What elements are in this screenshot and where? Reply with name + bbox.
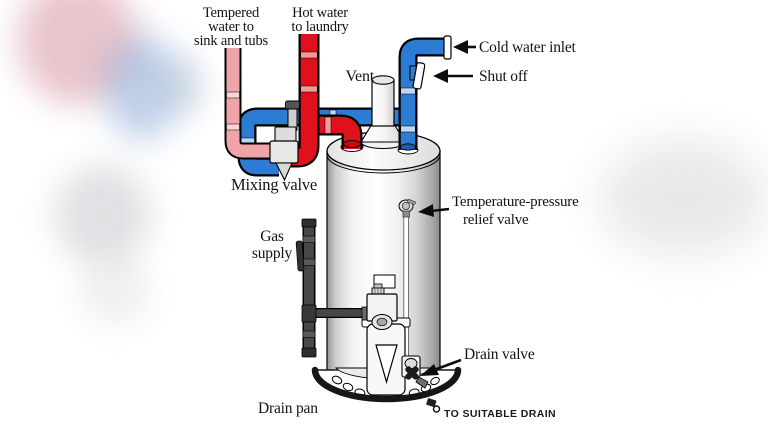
gas-control-valve — [366, 283, 398, 330]
mixing-valve-cap — [285, 100, 300, 110]
cold-entry-collar — [400, 143, 416, 151]
label-drain-pan: Drain pan — [258, 400, 318, 417]
relief-valve-lever — [407, 199, 416, 205]
label-cold-water-inlet: Cold water inlet — [479, 39, 577, 56]
label-tempered-line1: Tempered — [203, 5, 260, 21]
label-vent: Vent — [345, 68, 374, 85]
drain-valve — [401, 355, 429, 389]
tp-relief-arrow — [418, 204, 450, 217]
vent-pipe — [360, 75, 406, 150]
hot-entry-collar — [343, 139, 361, 149]
label-tempered-line2: water to — [208, 19, 254, 35]
drain-valve-arrow — [420, 358, 462, 376]
drain-pan-rim — [311, 366, 462, 403]
drain-valve-spout — [415, 376, 429, 389]
cold-water-inlet-arrow — [453, 40, 476, 54]
relief-valve-fitting — [402, 210, 410, 218]
shut-off-valve-handle — [412, 62, 426, 90]
mixing-valve-cone — [275, 162, 293, 182]
mixing-valve — [269, 100, 300, 182]
label-tp-line1: Temperature-pressure — [452, 194, 579, 210]
pan-drain-nipple — [426, 398, 437, 408]
gas-supply-piping — [295, 218, 371, 358]
label-to-suitable-drain: TO SUITABLE DRAIN — [444, 408, 556, 420]
label-gas-line2: supply — [252, 245, 293, 262]
relief-valve-cap — [401, 201, 410, 210]
label-hot-line1: Hot water — [292, 5, 348, 21]
gas-tee-fitting — [301, 304, 317, 323]
mixing-valve-body — [269, 140, 299, 164]
burner-access-cover — [361, 317, 411, 396]
pan-drain-opening — [432, 405, 441, 413]
label-tp-line2: relief valve — [463, 212, 529, 228]
pan-drain-outlet — [426, 398, 441, 413]
tank-top-rim — [326, 154, 441, 174]
label-drain-valve: Drain valve — [464, 346, 535, 363]
label-tempered-line3: sink and tubs — [194, 33, 268, 49]
gas-pipe-top-cap — [301, 218, 317, 228]
vent-stack — [371, 79, 395, 127]
vent-opening — [371, 75, 395, 85]
tempered-water-pipe — [224, 48, 272, 160]
hot-water-pipe-to-tank — [309, 114, 363, 149]
gas-shutoff-handle — [295, 240, 305, 272]
label-hot-line2: to laundry — [291, 19, 349, 35]
shut-off-arrow — [433, 69, 473, 83]
label-shut-off: Shut off — [479, 68, 529, 85]
label-gas-line1: Gas — [260, 228, 284, 245]
cold-water-inlet-pipe — [398, 35, 452, 150]
gas-pipe-bottom-cap — [301, 347, 317, 358]
drain-valve-handle — [405, 366, 419, 380]
burner-view-window — [375, 344, 398, 385]
inlet-end-flange — [443, 35, 452, 60]
label-mixing-valve: Mixing valve — [231, 175, 317, 194]
labels: Tempered water to sink and tubs Hot wate… — [194, 5, 579, 420]
draft-hood — [360, 123, 406, 143]
tp-relief-valve-assembly — [398, 199, 416, 360]
